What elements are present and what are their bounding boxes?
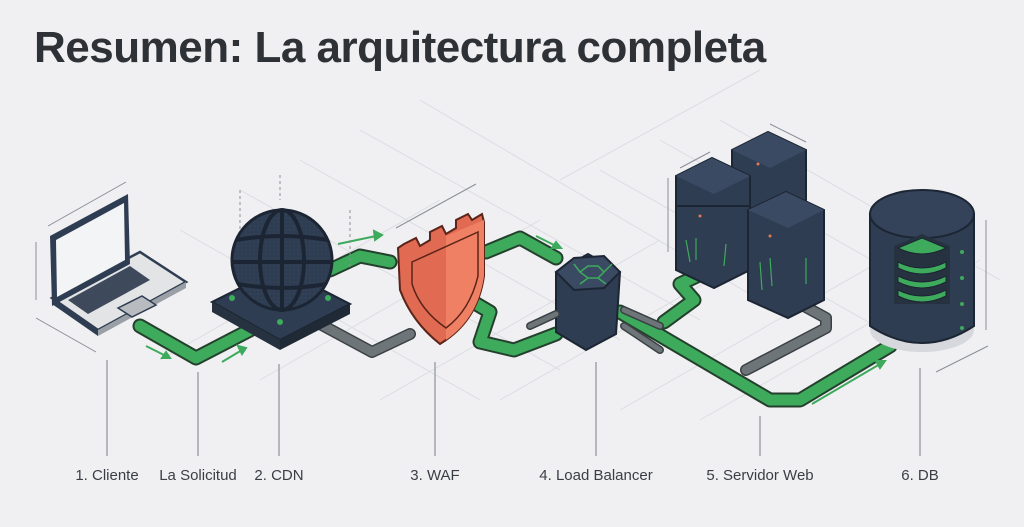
arrow-icon	[221, 344, 248, 363]
request-flow-pipe	[132, 230, 898, 408]
server-rack-icon	[675, 130, 825, 320]
shield-icon	[396, 212, 485, 346]
label-client: 1. Cliente	[75, 467, 139, 484]
arrow-icon	[145, 345, 172, 359]
arrow-icon	[337, 229, 384, 245]
laptop-icon	[49, 194, 189, 336]
hexagon-hub-icon	[526, 252, 664, 354]
globe-icon	[209, 208, 353, 350]
label-request: La Solicitud	[159, 467, 237, 484]
flow-arrows	[145, 229, 887, 405]
page-title: Resumen: La arquitectura completa	[34, 23, 766, 72]
label-cdn: 2. CDN	[254, 467, 304, 484]
dimension-lines	[35, 123, 989, 373]
label-load-balancer: 4. Load Balancer	[539, 467, 653, 484]
arrow-icon	[535, 235, 564, 249]
arrow-icon	[811, 360, 887, 405]
leader-lines	[106, 360, 921, 456]
label-db: 6. DB	[901, 467, 939, 484]
database-icon	[869, 189, 975, 352]
label-web-server: 5. Servidor Web	[706, 467, 814, 484]
label-waf: 3. WAF	[410, 467, 460, 484]
